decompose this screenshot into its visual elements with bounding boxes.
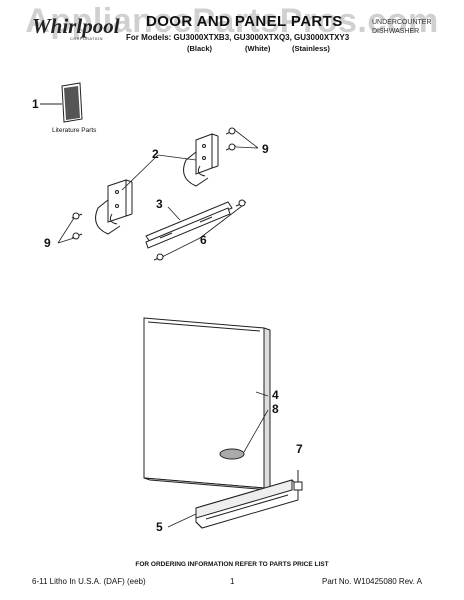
brand-logo: Whirlpool bbox=[32, 14, 120, 38]
part-number: Part No. W10425080 Rev. A bbox=[322, 577, 422, 586]
callout-3: 3 bbox=[156, 197, 163, 211]
hinge-bracket-left bbox=[95, 179, 133, 235]
callout-5: 5 bbox=[156, 520, 163, 534]
color-stainless: (Stainless) bbox=[292, 44, 330, 53]
brand-sub: CORPORATION bbox=[70, 36, 103, 41]
leader-lines bbox=[57, 130, 269, 528]
product-line-2: DISHWASHER bbox=[372, 28, 420, 35]
literature-booklet bbox=[40, 82, 83, 123]
color-black: (Black) bbox=[187, 44, 213, 53]
callout-8: 8 bbox=[272, 402, 279, 416]
callout-4: 4 bbox=[272, 388, 279, 402]
callout-6: 6 bbox=[200, 233, 207, 247]
clip bbox=[293, 470, 303, 491]
page-title: DOOR AND PANEL PARTS bbox=[146, 13, 343, 30]
page-number: 1 bbox=[230, 577, 235, 586]
hinge-rail bbox=[145, 201, 233, 249]
screw-group-lower bbox=[71, 212, 83, 240]
callout-9-lower: 9 bbox=[44, 236, 51, 250]
product-line-1: UNDERCOUNTER bbox=[372, 19, 432, 26]
callout-7: 7 bbox=[296, 442, 303, 456]
model-list: For Models: GU3000XTXB3, GU3000XTXQ3, GU… bbox=[126, 33, 350, 42]
color-white: (White) bbox=[245, 44, 271, 53]
callout-9-upper: 9 bbox=[262, 142, 269, 156]
hinge-bracket-right bbox=[183, 133, 219, 187]
badge bbox=[219, 448, 245, 460]
door-panel bbox=[143, 317, 271, 491]
screw-group-upper bbox=[225, 127, 237, 151]
screw-group-rail bbox=[153, 199, 247, 261]
callout-1: 1 bbox=[32, 97, 39, 111]
toe-panel bbox=[195, 479, 299, 529]
ordering-note: FOR ORDERING INFORMATION REFER TO PARTS … bbox=[135, 561, 329, 568]
litho-info: 6-11 Litho In U.S.A. (DAF) (eeb) bbox=[32, 577, 146, 586]
literature-label: Literature Parts bbox=[52, 127, 97, 134]
callout-2: 2 bbox=[152, 147, 159, 161]
